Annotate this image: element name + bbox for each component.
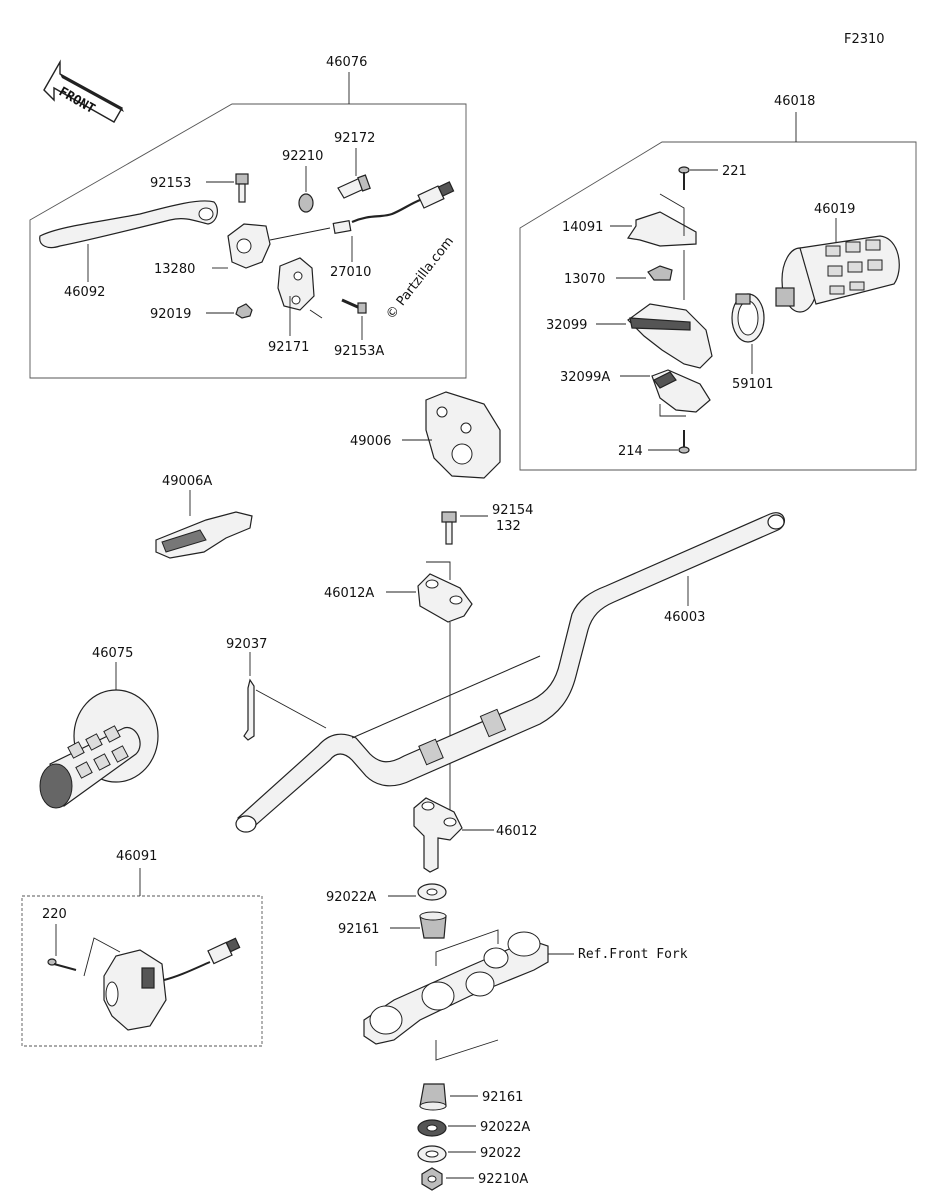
label-49006: 49006 xyxy=(350,434,391,449)
label-92022A-bottom: 92022A xyxy=(480,1120,530,1135)
screw-221 xyxy=(678,166,690,190)
label-46091: 46091 xyxy=(116,849,157,864)
triple-clamp xyxy=(363,931,549,1045)
label-46018: 46018 xyxy=(774,94,815,109)
label-214: 214 xyxy=(618,444,643,459)
guard-49006A xyxy=(155,511,253,559)
grip-46019 xyxy=(775,235,900,313)
label-ref-front-fork: Ref.Front Fork xyxy=(578,947,688,962)
label-46092: 46092 xyxy=(64,285,105,300)
label-92022: 92022 xyxy=(480,1146,521,1161)
watermark: © Partzilla.com xyxy=(383,234,457,322)
bolt-92153 xyxy=(235,173,249,203)
label-132: 132 xyxy=(496,519,521,534)
label-32099A: 32099A xyxy=(560,370,610,385)
cover-14091 xyxy=(626,211,697,247)
screw-214 xyxy=(678,430,690,454)
label-46076: 46076 xyxy=(326,55,367,70)
clutch-lever-assembly-group: 46076 46092 92153 92210 92172 13280 xyxy=(29,55,467,379)
bolt-92154 xyxy=(441,511,457,545)
label-92210: 92210 xyxy=(282,149,323,164)
label-13280: 13280 xyxy=(154,262,195,277)
grip-46075 xyxy=(39,689,159,809)
label-92161-bottom: 92161 xyxy=(482,1090,523,1105)
label-46019: 46019 xyxy=(814,202,855,217)
knurl-bands xyxy=(418,708,507,766)
upper-clamp-46012A xyxy=(417,573,473,623)
handlebar-46003 xyxy=(235,512,786,833)
figure-code: F2310 xyxy=(844,32,885,47)
lower-clamp-46012 xyxy=(413,797,463,873)
label-13070: 13070 xyxy=(564,272,605,287)
part-13070 xyxy=(647,265,673,281)
label-46075: 46075 xyxy=(92,646,133,661)
throttle-assembly-group: 46018 221 14091 13070 32099 32099A xyxy=(519,94,917,471)
label-92022A-top: 92022A xyxy=(326,890,376,905)
label-49006A: 49006A xyxy=(162,474,212,489)
label-46012: 46012 xyxy=(496,824,537,839)
label-92019: 92019 xyxy=(150,307,191,322)
label-92161-top: 92161 xyxy=(338,922,379,937)
label-27010: 27010 xyxy=(330,265,371,280)
housing-32099 xyxy=(627,303,713,369)
nut-92019 xyxy=(235,303,253,319)
label-92210A: 92210A xyxy=(478,1172,528,1187)
label-92154: 92154 xyxy=(492,503,533,518)
label-46012A: 46012A xyxy=(324,586,374,601)
label-32099: 32099 xyxy=(546,318,587,333)
label-92172: 92172 xyxy=(334,131,375,146)
label-92153A: 92153A xyxy=(334,344,384,359)
label-220: 220 xyxy=(42,907,67,922)
adjuster-92172 xyxy=(337,174,371,199)
label-59101: 59101 xyxy=(732,377,773,392)
label-14091: 14091 xyxy=(562,220,603,235)
label-92153: 92153 xyxy=(150,176,191,191)
label-221: 221 xyxy=(722,164,747,179)
guard-49006 xyxy=(425,391,501,479)
label-92037: 92037 xyxy=(226,637,267,652)
switch-27010 xyxy=(269,181,455,241)
clip-92037 xyxy=(243,678,255,741)
screw-220 xyxy=(47,958,77,971)
bolt-92153A xyxy=(341,298,367,314)
label-46003: 46003 xyxy=(664,610,705,625)
label-92171: 92171 xyxy=(268,340,309,355)
switch-assembly-group: 46091 220 xyxy=(21,849,263,1047)
ring-59101 xyxy=(731,293,765,343)
washer-92210 xyxy=(298,193,314,213)
clutch-lever xyxy=(39,200,218,249)
front-arrow-icon: FRONT xyxy=(43,59,124,123)
clamp-92171 xyxy=(277,257,315,311)
